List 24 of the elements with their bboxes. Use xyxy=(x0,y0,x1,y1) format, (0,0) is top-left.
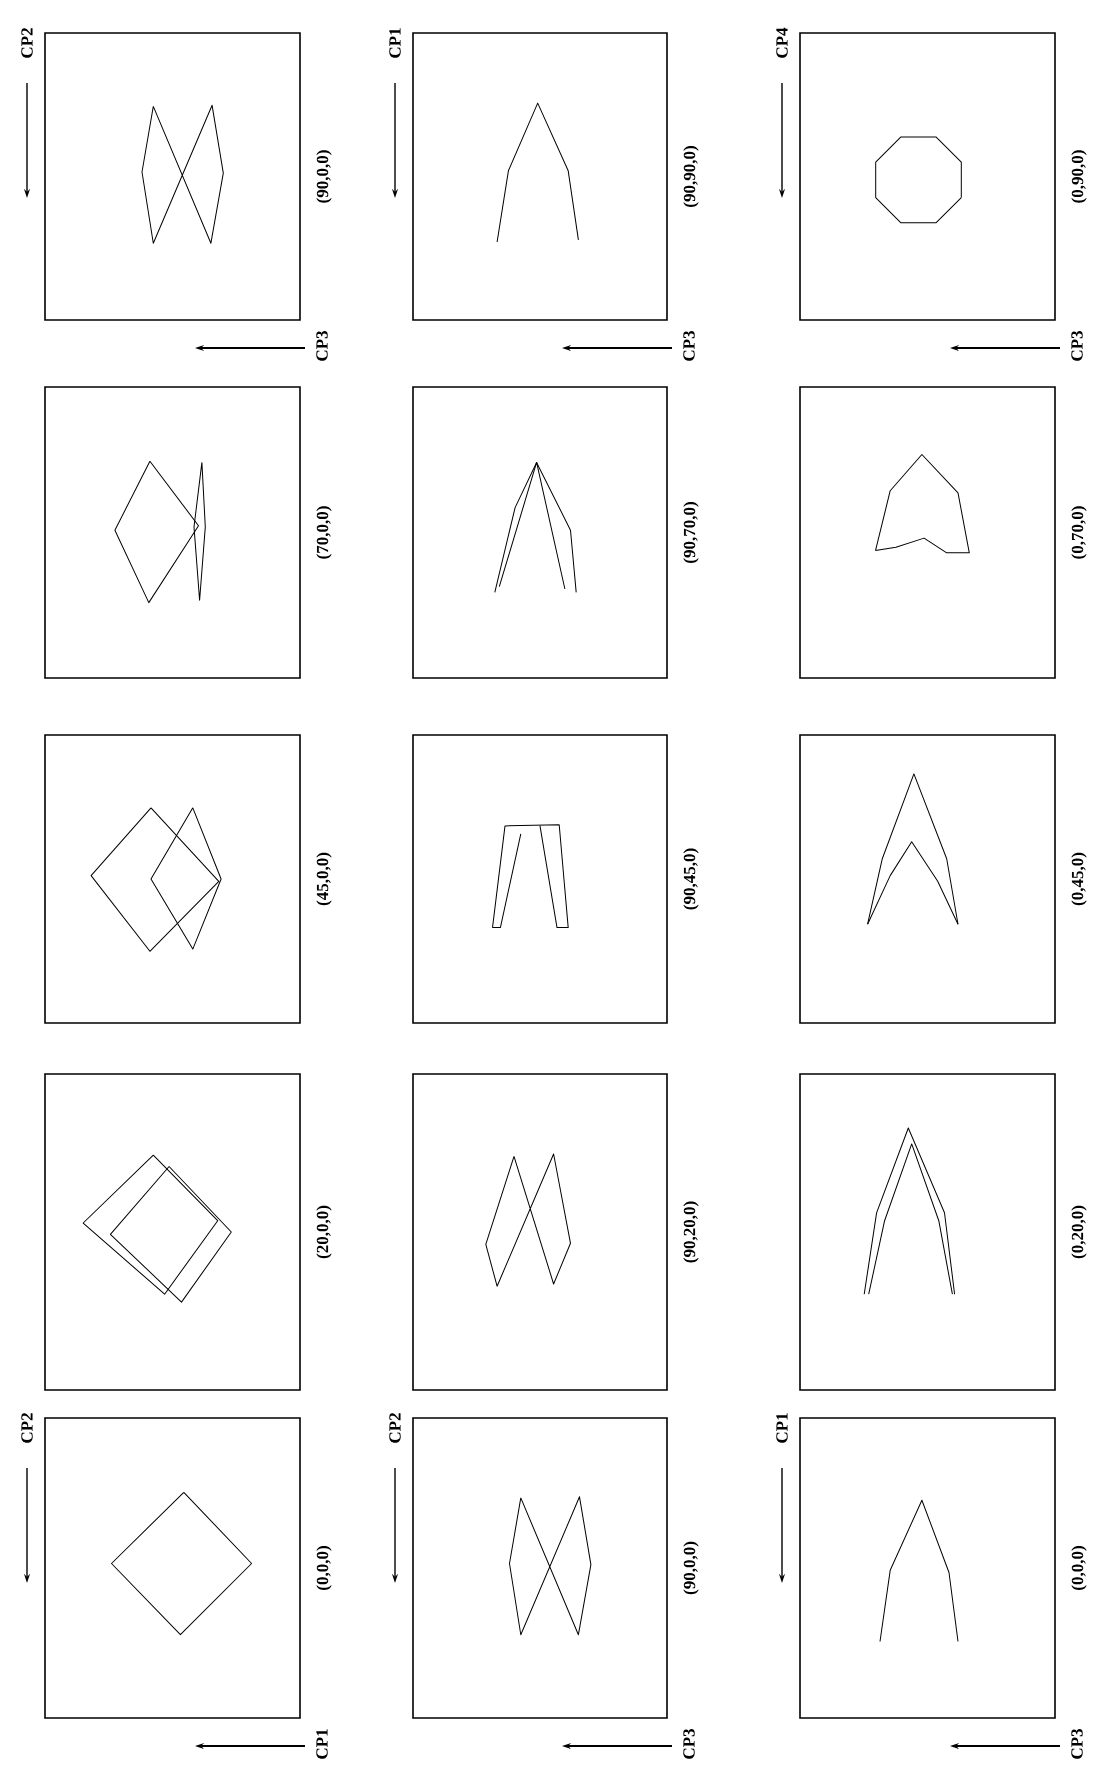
axis-label: CP3 xyxy=(1071,331,1083,361)
panel-label: (0,20,0) xyxy=(1071,1205,1087,1259)
panel-label: (20,0,0) xyxy=(316,1205,332,1259)
panel-label: (45,0,0) xyxy=(316,852,332,906)
panel-label: (90,20,0) xyxy=(683,1201,699,1263)
axis-label: CP3 xyxy=(683,331,695,361)
panel-label: (0,45,0) xyxy=(1071,852,1087,906)
axis-label: CP3 xyxy=(1071,1729,1083,1759)
axis-label: CP1 xyxy=(316,1729,328,1759)
panel-label: (70,0,0) xyxy=(316,506,332,559)
panel-label: (90,45,0) xyxy=(683,848,699,910)
panel-label: (90,0,0) xyxy=(316,150,332,203)
panel-label: (0,0,0) xyxy=(1071,1546,1087,1590)
panel-label: (90,70,0) xyxy=(683,502,699,563)
panel-label: (0,0,0) xyxy=(316,1546,332,1590)
axis-label: CP3 xyxy=(683,1729,695,1759)
axis-label: CP2 xyxy=(389,1413,401,1443)
panel-label: (0,70,0) xyxy=(1071,506,1087,559)
panel-label: (90,0,0) xyxy=(683,1541,699,1595)
axis-label: CP3 xyxy=(316,331,328,361)
axis-label: CP2 xyxy=(21,1413,33,1443)
axis-label: CP1 xyxy=(776,1413,788,1443)
panel-label: (90,90,0) xyxy=(683,146,699,207)
panel-label: (0,90,0) xyxy=(1071,150,1087,203)
